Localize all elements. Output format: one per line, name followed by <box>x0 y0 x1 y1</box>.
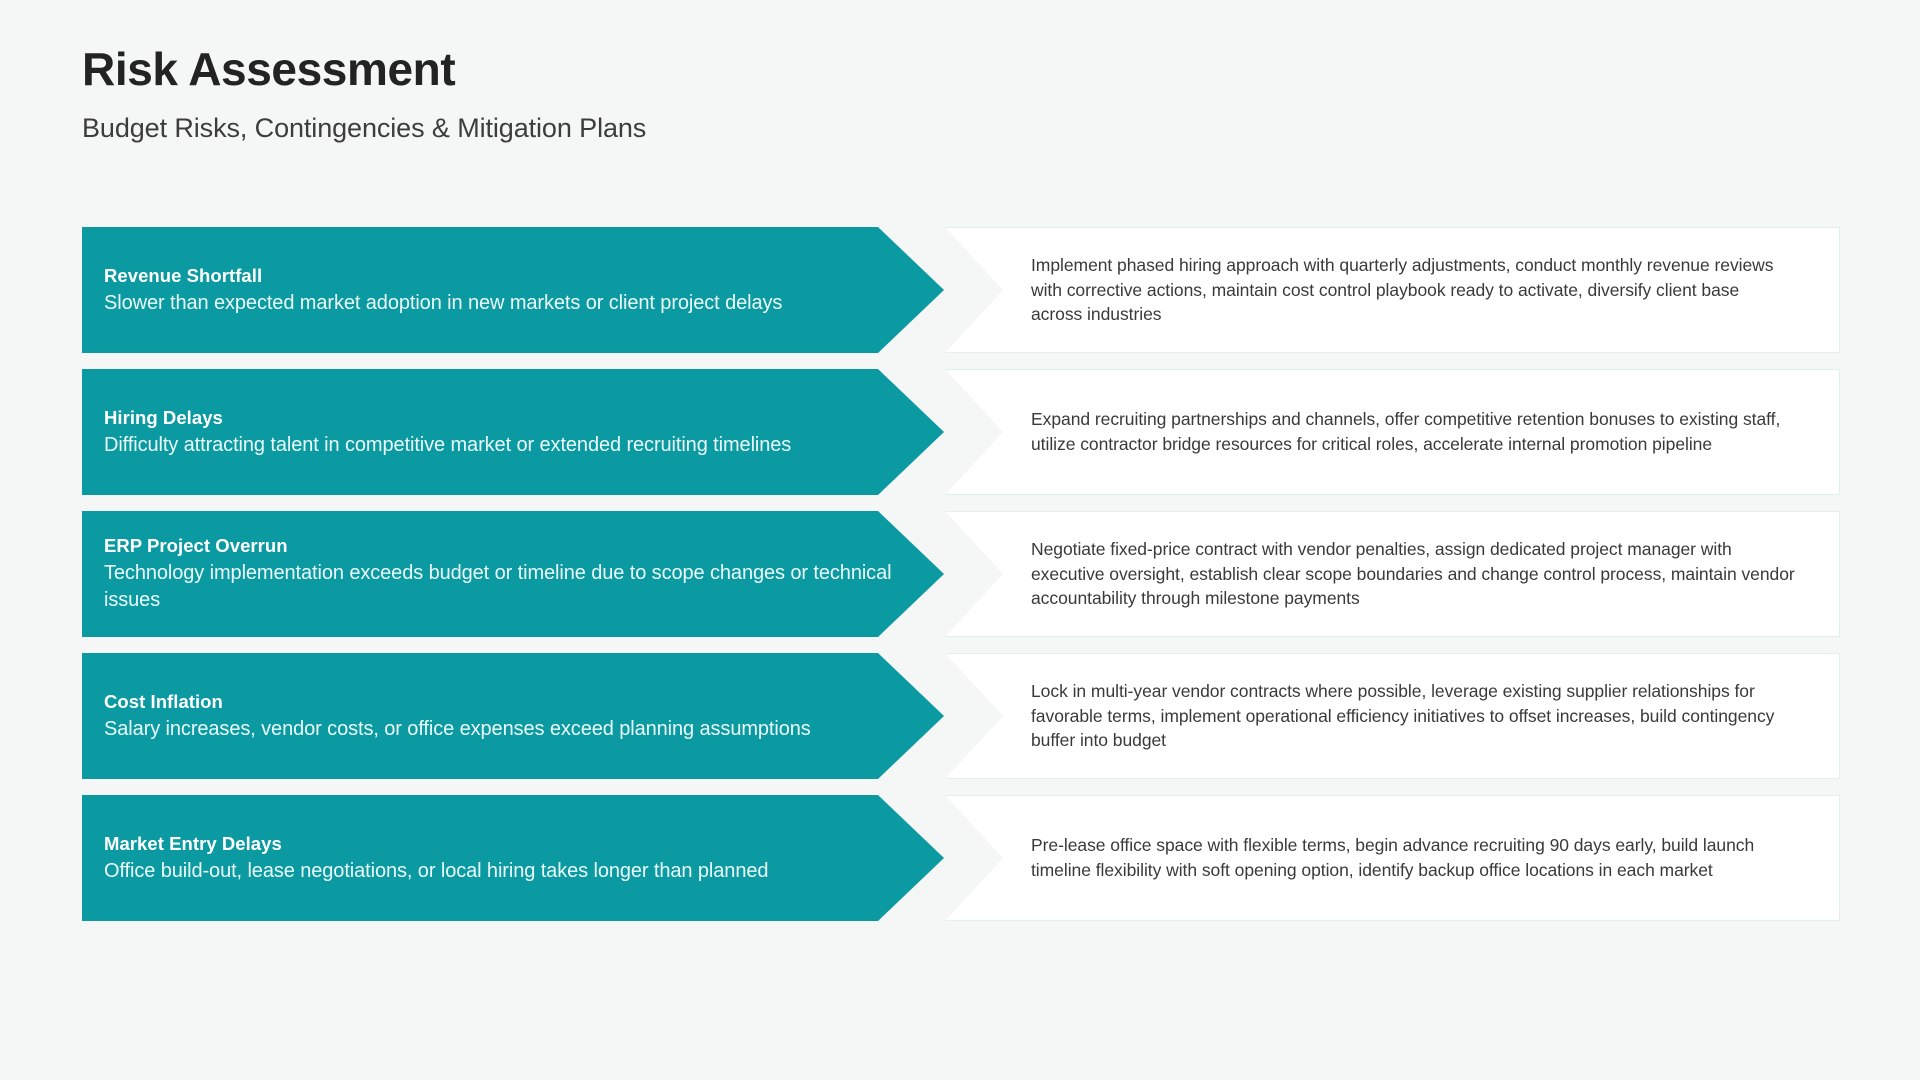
risk-name: Cost Inflation <box>104 690 223 712</box>
risk-name: ERP Project Overrun <box>104 535 288 557</box>
risk-arrow-block[interactable]: ERP Project Overrun Technology implement… <box>82 511 944 637</box>
risk-row: Pre-lease office space with flexible ter… <box>0 795 1920 921</box>
risk-name: Hiring Delays <box>104 406 223 428</box>
mitigation-text: Lock in multi-year vendor contracts wher… <box>1031 680 1775 751</box>
mitigation-card: Expand recruiting partnerships and chann… <box>945 369 1840 495</box>
risk-arrow-block[interactable]: Cost Inflation Salary increases, vendor … <box>82 653 944 779</box>
risk-name: Revenue Shortfall <box>104 264 263 286</box>
mitigation-card: Negotiate fixed-price contract with vend… <box>945 511 1840 637</box>
risk-arrow-block[interactable]: Hiring Delays Difficulty attracting tale… <box>82 369 944 495</box>
mitigation-text: Implement phased hiring approach with qu… <box>1031 254 1774 325</box>
risk-row: Lock in multi-year vendor contracts wher… <box>0 653 1920 779</box>
risk-description: Difficulty attracting talent in competit… <box>104 433 792 456</box>
mitigation-card: Pre-lease office space with flexible ter… <box>945 795 1840 921</box>
risk-row: Negotiate fixed-price contract with vend… <box>0 511 1920 637</box>
page-subtitle: Budget Risks, Contingencies & Mitigation… <box>82 112 647 143</box>
risk-description: Technology implementation exceeds budget… <box>104 562 892 612</box>
risk-description: Office build-out, lease negotiations, or… <box>104 859 769 882</box>
mitigation-card: Implement phased hiring approach with qu… <box>945 227 1840 353</box>
risk-arrow-block[interactable]: Market Entry Delays Office build-out, le… <box>82 795 944 921</box>
mitigation-text: Expand recruiting partnerships and chann… <box>1031 409 1781 454</box>
risk-name: Market Entry Delays <box>104 832 282 854</box>
risk-list: Implement phased hiring approach with qu… <box>0 227 1920 937</box>
risk-description: Slower than expected market adoption in … <box>104 291 783 314</box>
mitigation-text: Negotiate fixed-price contract with vend… <box>1031 538 1795 609</box>
mitigation-card: Lock in multi-year vendor contracts wher… <box>945 653 1840 779</box>
risk-description: Salary increases, vendor costs, or offic… <box>104 717 811 740</box>
page-title: Risk Assessment <box>82 43 456 95</box>
slide-header: Risk Assessment Budget Risks, Contingenc… <box>82 43 1582 144</box>
mitigation-text: Pre-lease office space with flexible ter… <box>1031 835 1755 880</box>
risk-row: Expand recruiting partnerships and chann… <box>0 369 1920 495</box>
risk-arrow-block[interactable]: Revenue Shortfall Slower than expected m… <box>82 227 944 353</box>
risk-row: Implement phased hiring approach with qu… <box>0 227 1920 353</box>
